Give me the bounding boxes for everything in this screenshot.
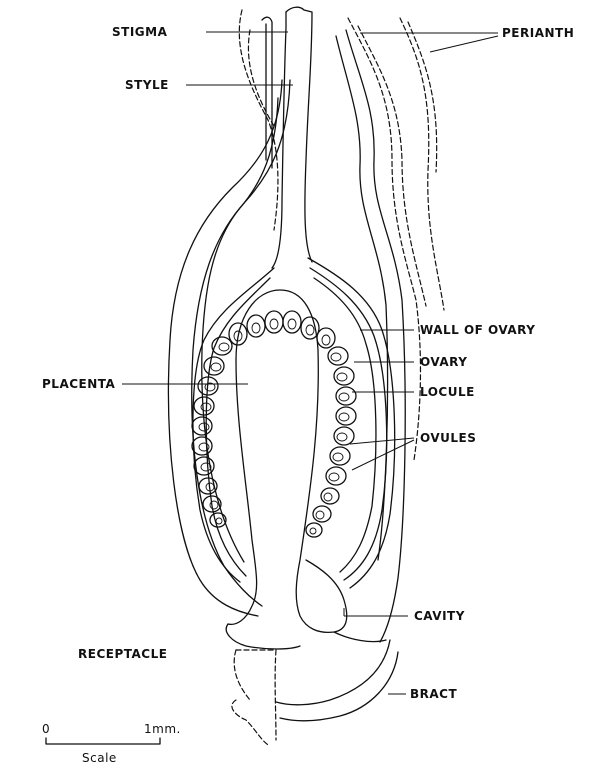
label-bract: BRACT	[410, 687, 457, 701]
label-perianth: PERIANTH	[502, 26, 574, 40]
scale-one: 1mm.	[144, 722, 181, 736]
ovules-right	[306, 347, 356, 537]
label-style: STYLE	[125, 78, 169, 92]
label-locule: LOCULE	[420, 385, 475, 399]
scale-caption: Scale	[82, 751, 117, 765]
placenta	[228, 290, 347, 632]
scale-bar: 0 1mm. Scale	[42, 722, 181, 765]
receptacle	[226, 624, 398, 746]
label-stigma: STIGMA	[112, 25, 168, 39]
label-ovules: OVULES	[420, 431, 476, 445]
label-ovary: OVARY	[420, 355, 467, 369]
scale-zero: 0	[42, 722, 50, 736]
label-wall-of-ovary: WALL OF OVARY	[420, 323, 535, 337]
label-cavity: CAVITY	[414, 609, 465, 623]
label-receptacle: RECEPTACLE	[78, 647, 167, 661]
flower-outline	[168, 30, 405, 642]
label-placenta: PLACENTA	[42, 377, 116, 391]
labels: STIGMA STYLE PERIANTH WALL OF OVARY OVAR…	[42, 25, 574, 701]
